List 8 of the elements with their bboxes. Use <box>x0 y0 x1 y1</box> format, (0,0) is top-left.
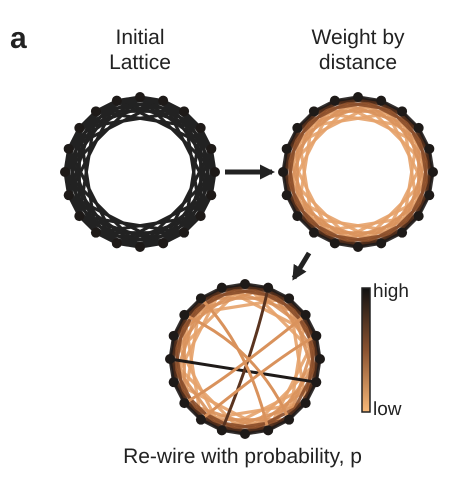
heading-text: Weight by distance <box>310 25 406 75</box>
arrow <box>225 164 275 180</box>
colorbar-label: high <box>373 281 409 303</box>
panel-letter: a <box>10 22 27 56</box>
heading-text: Initial Lattice <box>108 25 172 75</box>
arrow <box>292 252 312 281</box>
heading-text: Re-wire with probability, p <box>122 444 363 469</box>
colorbar-label: low <box>373 399 402 421</box>
